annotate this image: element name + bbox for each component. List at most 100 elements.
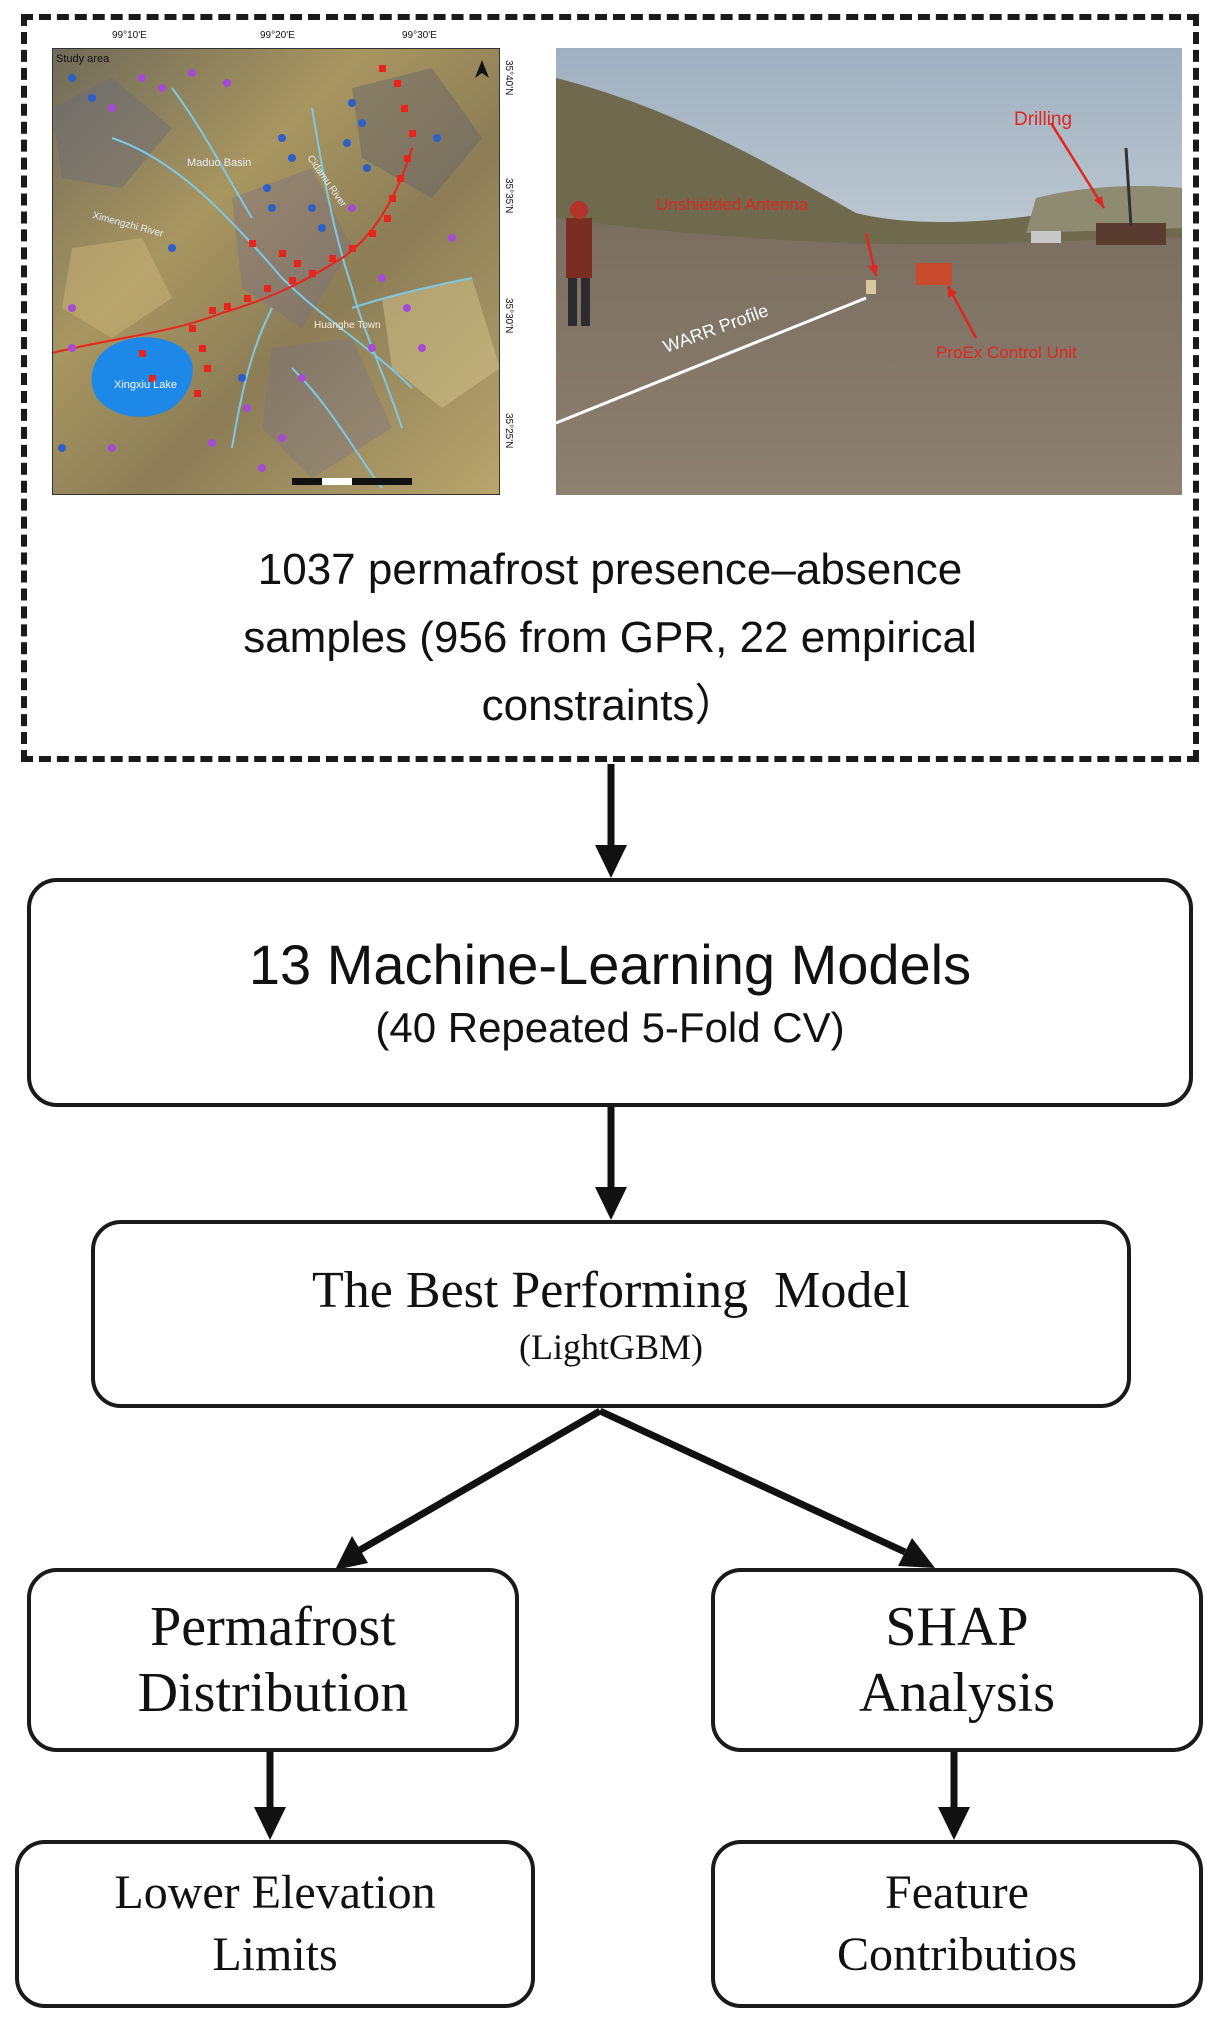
feature-contributions-label: Feature bbox=[885, 1866, 1029, 1919]
feature-contributions-label: Contributios bbox=[836, 1928, 1078, 1981]
sample-point-presence bbox=[379, 65, 386, 72]
map-lat-tick: 35°40'N bbox=[503, 60, 514, 96]
map-label-lake: Xingxiu Lake bbox=[114, 379, 177, 391]
permafrost-distribution-box: Permafrost Distribution bbox=[27, 1568, 519, 1752]
sample-point-presence bbox=[384, 215, 391, 222]
models-box: 13 Machine-Learning Models (40 Repeated … bbox=[27, 878, 1193, 1107]
study-area-map: Study area 99°10'E Maduo Basin Ximengzhi… bbox=[51, 38, 500, 495]
sample-point-other bbox=[418, 344, 426, 352]
sample-point-absence bbox=[318, 224, 326, 232]
sample-point-presence bbox=[249, 240, 256, 247]
caption-line: constraints） bbox=[481, 681, 739, 730]
sample-point-other bbox=[108, 104, 116, 112]
sample-point-absence bbox=[278, 134, 286, 142]
photo-label-antenna: Unshielded Antenna bbox=[656, 195, 809, 214]
sample-point-other bbox=[298, 374, 306, 382]
map-title: Study area bbox=[56, 53, 110, 65]
map-lon-tick: 99°20'E bbox=[260, 30, 295, 41]
sample-point-other bbox=[243, 404, 251, 412]
map-lon-tick: 99°30'E bbox=[402, 30, 437, 41]
sample-point-presence bbox=[349, 245, 356, 252]
shap-analysis-label: SHAP bbox=[885, 1596, 1029, 1658]
sample-point-presence bbox=[224, 303, 231, 310]
map-lat-tick: 35°35'N bbox=[503, 178, 514, 214]
sample-point-presence bbox=[209, 307, 216, 314]
data-caption: 1037 permafrost presence–absence samples… bbox=[60, 536, 1160, 736]
sample-point-presence bbox=[204, 365, 211, 372]
sample-point-presence bbox=[389, 195, 396, 202]
map-lat-tick: 35°30'N bbox=[503, 298, 514, 334]
field-photo: Drilling Unshielded Antenna WARR Profile… bbox=[555, 48, 1182, 495]
best-model-title: The Best Performing Model bbox=[312, 1262, 910, 1319]
map-lon-ticks: 99°10'E 99°20'E 99°30'E bbox=[52, 30, 500, 46]
shap-analysis-label: Analysis bbox=[859, 1662, 1055, 1724]
sample-point-other bbox=[108, 444, 116, 452]
sample-point-other bbox=[68, 344, 76, 352]
sample-point-presence bbox=[369, 230, 376, 237]
best-model-subtitle: (LightGBM) bbox=[519, 1327, 703, 1367]
sample-point-absence bbox=[263, 184, 271, 192]
shap-analysis-box: SHAP Analysis bbox=[711, 1568, 1203, 1752]
sample-point-presence bbox=[409, 130, 416, 137]
photo-label-drilling: Drilling bbox=[1014, 109, 1072, 130]
map-lat-ticks: 35°40'N 35°35'N 35°30'N 35°25'N bbox=[500, 48, 518, 495]
sample-point-other bbox=[158, 84, 166, 92]
sample-point-other bbox=[223, 79, 231, 87]
sample-point-presence bbox=[279, 250, 286, 257]
sample-point-other bbox=[403, 304, 411, 312]
sample-point-absence bbox=[58, 444, 66, 452]
sample-point-absence bbox=[433, 134, 441, 142]
map-label-town: Huanghe Town bbox=[314, 320, 381, 331]
models-title: 13 Machine-Learning Models bbox=[248, 932, 972, 996]
north-arrow-icon bbox=[475, 60, 489, 78]
sample-point-other bbox=[258, 464, 266, 472]
sample-point-presence bbox=[139, 350, 146, 357]
sample-point-absence bbox=[348, 99, 356, 107]
sample-point-absence bbox=[88, 94, 96, 102]
sample-point-presence bbox=[194, 390, 201, 397]
sample-point-absence bbox=[268, 204, 276, 212]
map-lat-tick: 35°25'N bbox=[503, 413, 514, 449]
sample-point-other bbox=[188, 69, 196, 77]
models-subtitle: (40 Repeated 5-Fold CV) bbox=[375, 1003, 845, 1051]
sample-point-presence bbox=[244, 295, 251, 302]
sample-point-absence bbox=[168, 244, 176, 252]
best-model-box: The Best Performing Model (LightGBM) bbox=[91, 1220, 1131, 1408]
sample-point-presence bbox=[394, 80, 401, 87]
sample-point-absence bbox=[68, 74, 76, 82]
sample-point-other bbox=[138, 74, 146, 82]
sample-point-presence bbox=[401, 105, 408, 112]
sample-point-absence bbox=[308, 204, 316, 212]
photo-label-control-unit: ProEx Control Unit bbox=[936, 343, 1077, 362]
sample-point-presence bbox=[189, 325, 196, 332]
sample-point-presence bbox=[294, 260, 301, 267]
sample-point-absence bbox=[358, 119, 366, 127]
caption-line: samples (956 from GPR, 22 empirical bbox=[243, 613, 977, 662]
feature-contributions-box: Feature Contributios bbox=[711, 1840, 1203, 2008]
sample-point-absence bbox=[238, 374, 246, 382]
caption-line: 1037 permafrost presence–absence bbox=[257, 545, 963, 594]
sample-point-other bbox=[68, 304, 76, 312]
lower-elevation-limits-label: Limits bbox=[212, 1928, 338, 1981]
lower-elevation-limits-box: Lower Elevation Limits bbox=[15, 1840, 535, 2008]
sample-point-other bbox=[278, 434, 286, 442]
sample-point-presence bbox=[329, 255, 336, 262]
lower-elevation-limits-label: Lower Elevation bbox=[114, 1866, 436, 1919]
permafrost-distribution-label: Permafrost bbox=[150, 1596, 396, 1658]
sample-point-other bbox=[448, 234, 456, 242]
sample-point-presence bbox=[199, 345, 206, 352]
map-lon-tick: 99°10'E bbox=[112, 30, 147, 41]
sample-point-absence bbox=[288, 154, 296, 162]
sample-point-presence bbox=[149, 375, 156, 382]
sample-point-other bbox=[378, 274, 386, 282]
sample-point-presence bbox=[289, 277, 296, 284]
sample-point-absence bbox=[363, 164, 371, 172]
sample-point-presence bbox=[264, 285, 271, 292]
sample-point-other bbox=[208, 439, 216, 447]
sample-point-other bbox=[368, 344, 376, 352]
data-source-box bbox=[21, 14, 1199, 762]
sample-point-presence bbox=[309, 270, 316, 277]
map-label-basin: Maduo Basin bbox=[187, 157, 251, 169]
sample-point-absence bbox=[343, 139, 351, 147]
